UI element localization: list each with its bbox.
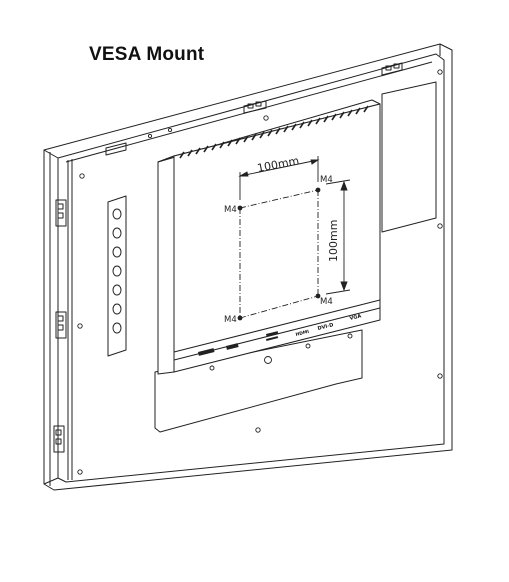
vent-slots: [179, 105, 369, 159]
osd-button-strip: [107, 195, 127, 357]
screw-label-bottom-right: M4: [320, 297, 333, 307]
diagram-title: VESA Mount: [89, 44, 205, 65]
vesa-screw-holes: [237, 187, 321, 321]
side-mounting-clips: [53, 199, 67, 453]
vertical-dimension-label: 100mm: [327, 220, 340, 262]
dimension-lines: [238, 156, 351, 295]
port-label-dvi: DVI-D: [317, 322, 334, 332]
top-mounting-clips: [105, 62, 403, 156]
screw-label-top-left: M4: [224, 205, 237, 215]
screw-label-top-right: M4: [320, 175, 333, 185]
vesa-hole-pattern: [239, 189, 319, 319]
bezel-screws: [77, 69, 443, 475]
lower-recess-panel: [154, 329, 363, 433]
port-label-vga: VGA: [349, 313, 362, 322]
port-label-hdmi: HDMI: [295, 329, 310, 338]
screw-label-bottom-left: M4: [224, 315, 237, 325]
right-recess-panel: [381, 81, 437, 233]
connector-marks: [197, 331, 279, 356]
electronics-box-side: [157, 155, 175, 375]
